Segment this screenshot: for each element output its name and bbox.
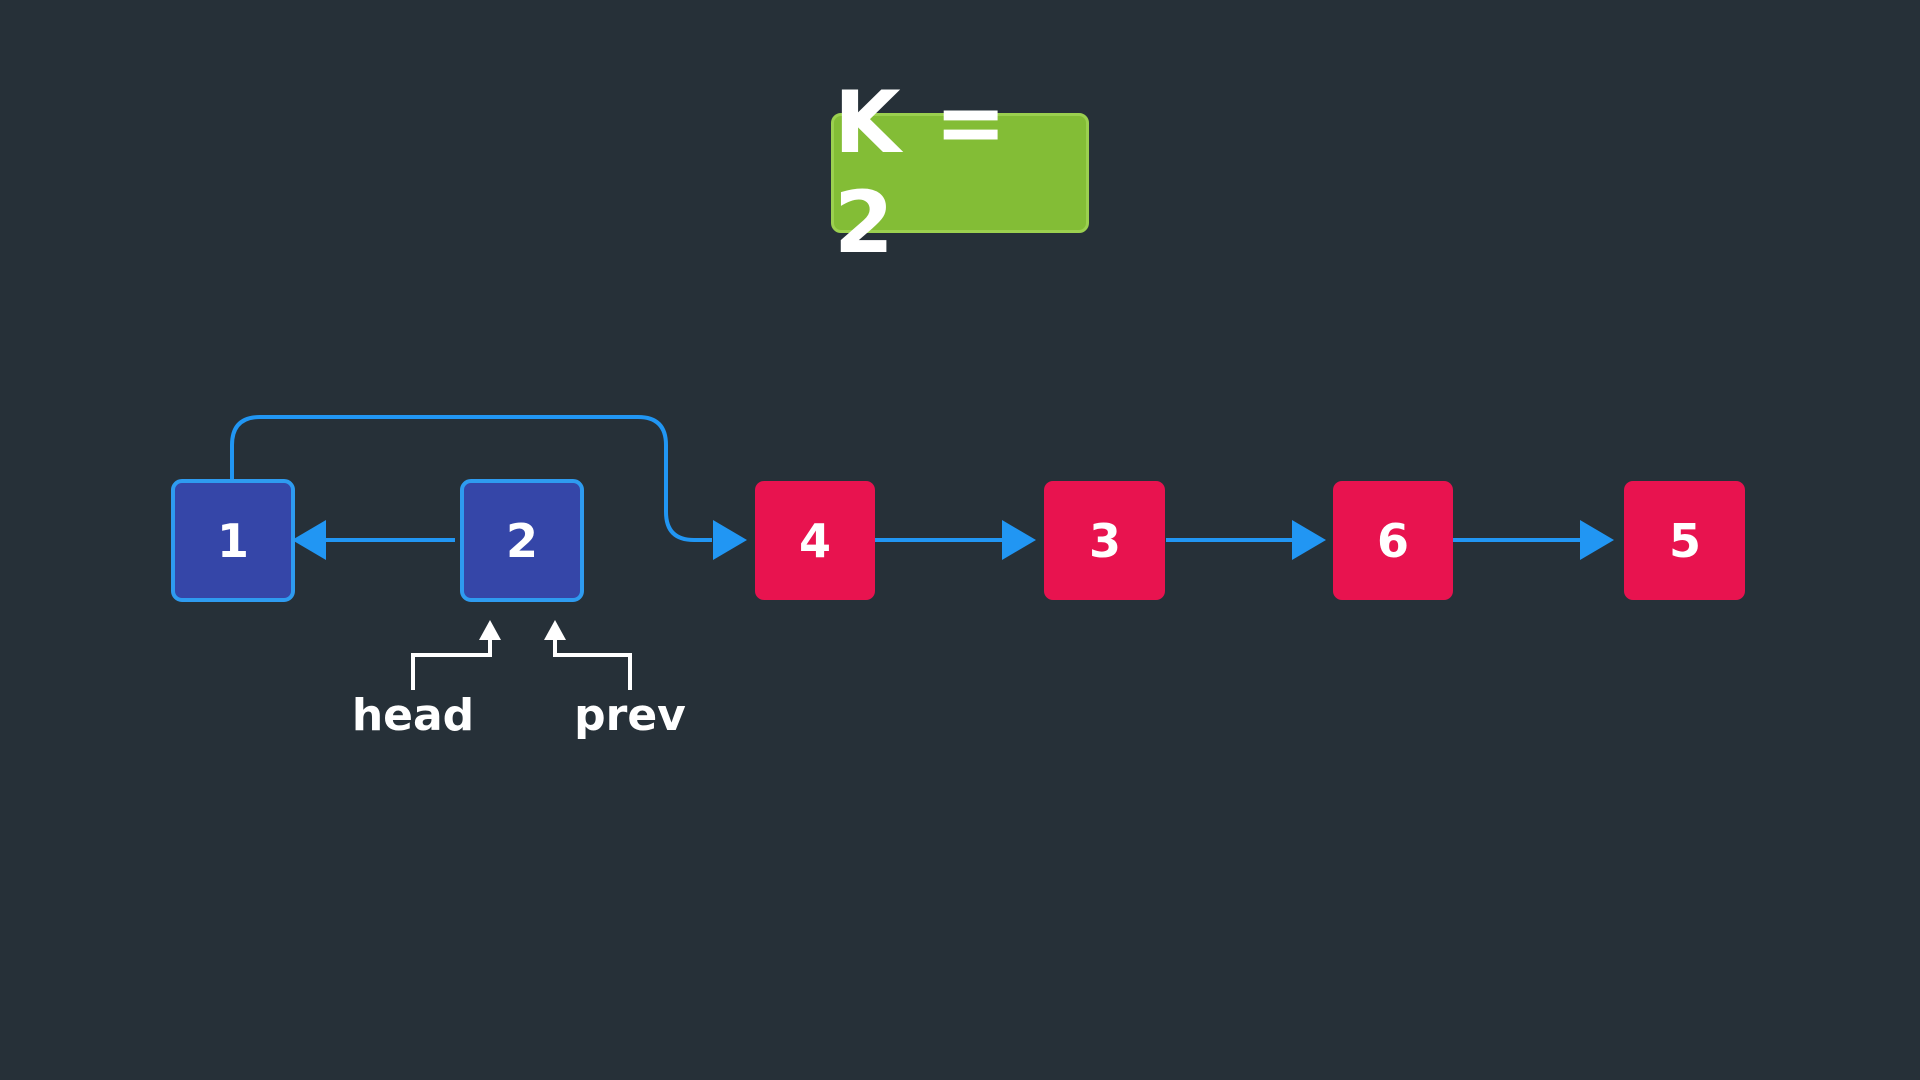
node-6: 6 (1333, 481, 1453, 600)
pointer-prev: prev (544, 620, 686, 741)
link-2-to-1-arrowhead (292, 520, 326, 560)
pointer-prev-label: prev (574, 690, 686, 741)
link-4-to-3-arrowhead (1002, 520, 1036, 560)
pointer-head-label: head (352, 690, 474, 741)
node-3: 3 (1044, 481, 1165, 600)
pointer-head: head (352, 620, 501, 741)
node-5-label: 5 (1669, 514, 1701, 568)
link-1-to-4 (230, 415, 712, 542)
node-5: 5 (1624, 481, 1745, 600)
node-4-label: 4 (799, 514, 831, 568)
node-2: 2 (460, 479, 584, 602)
pointer-prev-arrowhead (544, 620, 566, 640)
link-3-to-6-arrowhead (1292, 520, 1326, 560)
node-1-label: 1 (217, 514, 249, 568)
node-4: 4 (755, 481, 875, 600)
link-6-to-5-arrowhead (1580, 520, 1614, 560)
node-2-label: 2 (506, 514, 538, 568)
pointer-head-arrowhead (479, 620, 501, 640)
node-1: 1 (171, 479, 295, 602)
node-3-label: 3 (1089, 514, 1121, 568)
node-6-label: 6 (1377, 514, 1409, 568)
links (230, 415, 1614, 560)
link-1-to-4-arrowhead (713, 520, 747, 560)
